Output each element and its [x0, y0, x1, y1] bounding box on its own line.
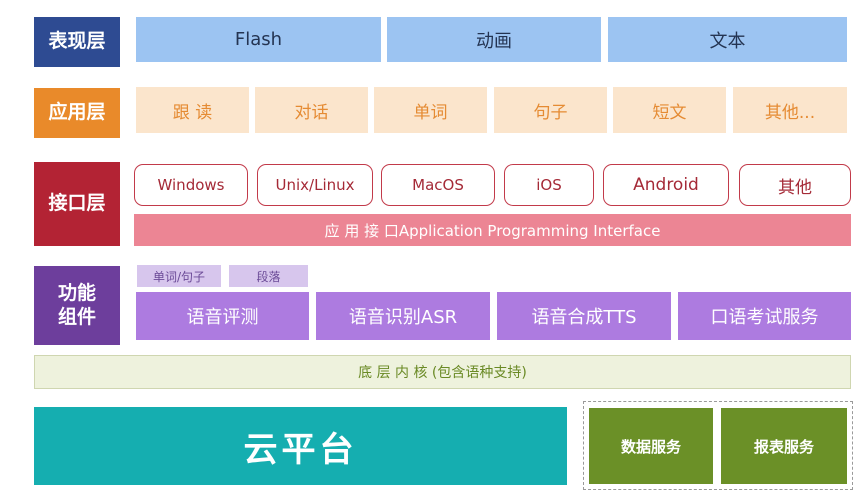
interface-item-macos: MacOS	[381, 164, 495, 206]
tag-paragraph: 段落	[229, 265, 308, 287]
application-item-other: 其他...	[733, 87, 847, 133]
func-item-asr: 语音识别ASR	[316, 292, 490, 340]
report-service: 报表服务	[721, 408, 847, 484]
interface-item-other: 其他	[739, 164, 851, 206]
func-item-speech-evaluation: 语音评测	[136, 292, 309, 340]
interface-layer-label: 接口层	[34, 162, 120, 246]
presentation-item-animation: 动画	[387, 17, 601, 62]
data-service: 数据服务	[589, 408, 713, 484]
presentation-item-text: 文本	[608, 17, 847, 62]
kernel-bar: 底 层 内 核 (包含语种支持)	[34, 355, 851, 389]
presentation-layer-label: 表现层	[34, 17, 120, 67]
interface-item-windows: Windows	[134, 164, 248, 206]
func-item-oral-exam: 口语考试服务	[678, 292, 851, 340]
interface-item-unix-linux: Unix/Linux	[257, 164, 373, 206]
interface-item-android: Android	[603, 164, 729, 206]
application-item-dialogue: 对话	[255, 87, 368, 133]
presentation-item-flash: Flash	[136, 17, 381, 62]
application-item-follow-read: 跟 读	[136, 87, 249, 133]
application-item-word: 单词	[374, 87, 487, 133]
application-item-sentence: 句子	[494, 87, 607, 133]
api-bar: 应 用 接 口Application Programming Interface	[134, 214, 851, 246]
functional-layer-label: 功能 组件	[34, 266, 120, 345]
functional-label-line1: 功能	[57, 281, 96, 304]
interface-item-ios: iOS	[504, 164, 594, 206]
application-layer-label: 应用层	[34, 88, 120, 138]
cloud-platform: 云平台	[34, 407, 567, 485]
functional-label-line2: 组件	[57, 305, 96, 328]
func-item-tts: 语音合成TTS	[497, 292, 671, 340]
tag-word-sentence: 单词/句子	[137, 265, 221, 287]
application-item-passage: 短文	[613, 87, 726, 133]
